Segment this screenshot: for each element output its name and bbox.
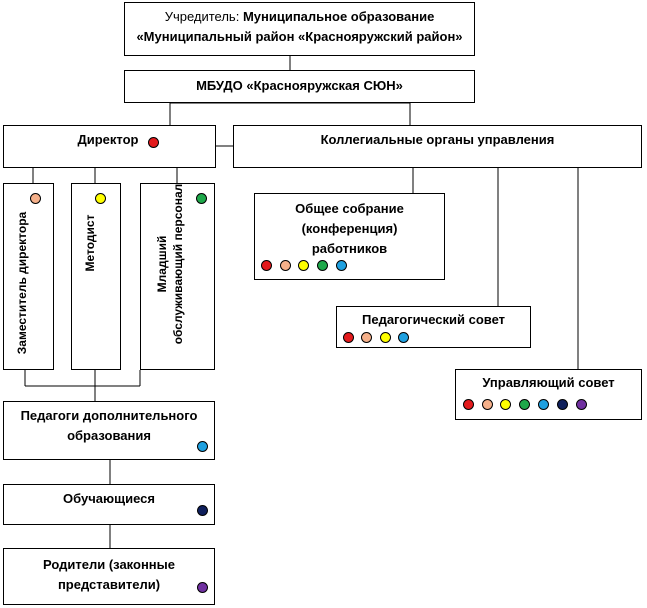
parents-line2: представители) (57, 577, 161, 592)
director-box (3, 125, 216, 168)
students-box (3, 484, 215, 525)
teachers-box (3, 401, 215, 460)
pc-dot-2 (361, 332, 372, 343)
founder-prefix: Учредитель: (164, 9, 243, 24)
teachers-dot (197, 441, 208, 452)
founder-bold: Муниципальное образование (242, 9, 435, 24)
director-dot (148, 137, 159, 148)
gc-dot-5 (538, 399, 549, 410)
parents-dot (197, 582, 208, 593)
ped-council-label: Педагогический совет (362, 312, 505, 327)
gov-council-box (455, 369, 642, 420)
founder-line1: Учредитель: Муниципальное образование (124, 7, 475, 27)
deputy-label: Заместитель директора (15, 211, 29, 355)
pc-dot-3 (380, 332, 391, 343)
staff-label-line2: обслуживающий персонал (171, 183, 185, 345)
parents-box (3, 548, 215, 605)
founder-box (124, 2, 475, 56)
gc-dot-2 (482, 399, 493, 410)
staff-box (140, 183, 215, 370)
deputy-dot (30, 193, 41, 204)
collegial-box (233, 125, 642, 168)
gm-dot-2 (280, 260, 291, 271)
deputy-box (3, 183, 54, 370)
students-dot (197, 505, 208, 516)
gm-dot-1 (261, 260, 272, 271)
general-meeting-line3: работников (311, 241, 388, 256)
gc-dot-3 (500, 399, 511, 410)
director-label: Директор (77, 132, 139, 147)
institution-box (124, 70, 475, 103)
general-meeting-line1: Общее собрание (295, 201, 404, 216)
methodist-label: Методист (83, 214, 97, 272)
gm-dot-4 (317, 260, 328, 271)
gc-dot-6 (557, 399, 568, 410)
collegial-label: Коллегиальные органы управления (320, 132, 555, 147)
students-label: Обучающиеся (63, 491, 155, 506)
teachers-line1: Педагоги дополнительного (20, 408, 198, 423)
gov-council-label: Управляющий совет (482, 375, 615, 390)
pc-dot-1 (343, 332, 354, 343)
founder-line2: «Муниципальный район «Краснояружский рай… (136, 29, 463, 44)
gm-dot-5 (336, 260, 347, 271)
gc-dot-7 (576, 399, 587, 410)
pc-dot-4 (398, 332, 409, 343)
methodist-box (71, 183, 121, 370)
general-meeting-line2: (конференция) (301, 221, 398, 236)
staff-dot (196, 193, 207, 204)
teachers-line2: образования (67, 428, 151, 443)
gc-dot-1 (463, 399, 474, 410)
staff-label-line1: Младший (155, 235, 169, 293)
gc-dot-4 (519, 399, 530, 410)
methodist-dot (95, 193, 106, 204)
parents-line1: Родители (законные (43, 557, 175, 572)
institution-label: МБУДО «Краснояружская СЮН» (196, 78, 403, 93)
gm-dot-3 (298, 260, 309, 271)
